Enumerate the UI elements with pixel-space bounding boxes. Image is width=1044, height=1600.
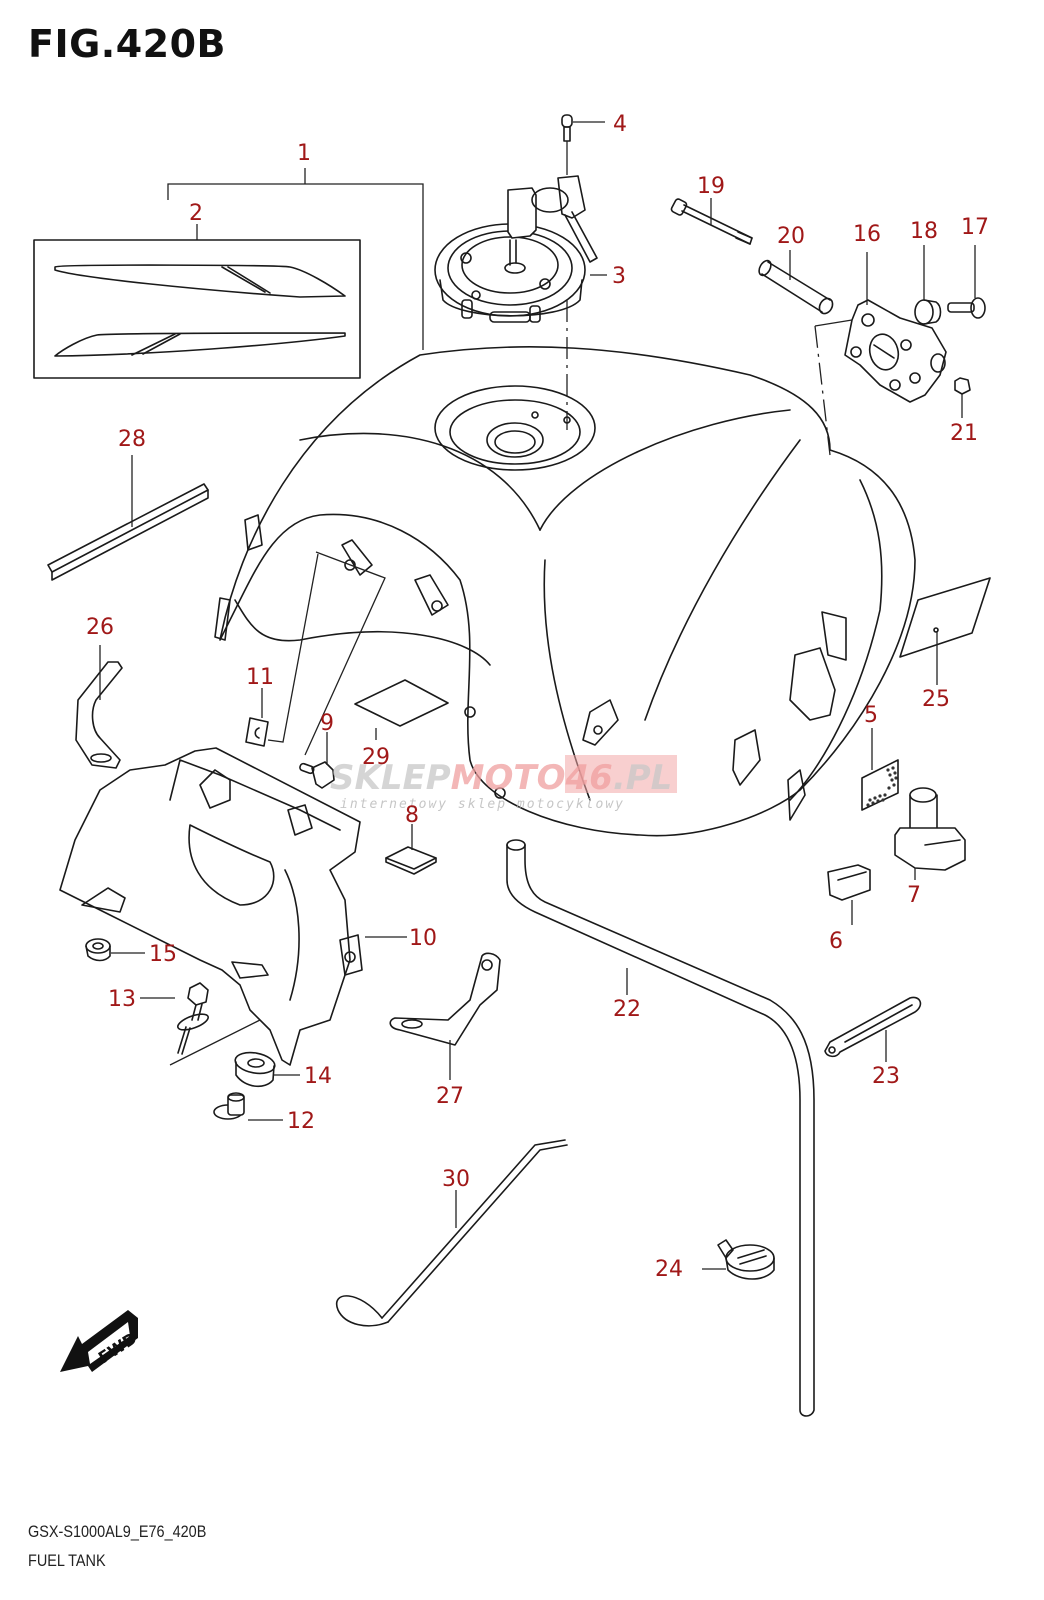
callout-30[interactable]: 30 (442, 1167, 470, 1192)
grommet-part[interactable] (85, 938, 145, 962)
callout-labels: 1 2 3 4 5 6 7 8 9 10 11 12 13 14 15 16 1… (86, 112, 989, 1282)
watermark-suffix: .PL (613, 758, 673, 798)
callout-9[interactable]: 9 (320, 711, 334, 736)
hose-clamp-part[interactable] (702, 1239, 775, 1280)
cushion-bush-part[interactable] (914, 245, 942, 325)
nut-clip-part[interactable] (245, 551, 386, 756)
bolt-washer-part[interactable] (140, 982, 261, 1066)
decal-upper (54, 264, 346, 298)
callout-26[interactable]: 26 (86, 615, 114, 640)
callout-18[interactable]: 18 (910, 219, 938, 244)
pad-part[interactable] (861, 728, 899, 811)
callout-29[interactable]: 29 (362, 745, 390, 770)
callout-14[interactable]: 14 (304, 1064, 332, 1089)
key-1 (507, 187, 537, 239)
seal-strip-part[interactable] (47, 455, 209, 581)
svg-text:SKLEPMOTO46.PL: SKLEPMOTO46.PL (330, 758, 672, 798)
assembly-bracket-1 (167, 168, 424, 350)
cushion-rubber-part[interactable] (234, 1050, 300, 1088)
callout-11[interactable]: 11 (246, 665, 274, 690)
callout-5[interactable]: 5 (864, 703, 878, 728)
bolt-small-part[interactable] (947, 245, 986, 319)
callout-21[interactable]: 21 (950, 421, 978, 446)
mounting-bracket-part[interactable] (814, 252, 947, 456)
callout-2[interactable]: 2 (189, 201, 203, 226)
cushion-cap-part[interactable] (894, 787, 966, 880)
callout-8[interactable]: 8 (405, 803, 419, 828)
callout-15[interactable]: 15 (149, 942, 177, 967)
cap-screw-part[interactable] (561, 114, 605, 175)
figure-title: FIG.420B (28, 22, 227, 66)
tank-tray-part[interactable] (59, 747, 407, 1066)
callout-25[interactable]: 25 (922, 687, 950, 712)
spacer-pipe-part[interactable] (757, 250, 836, 316)
pad-small-part[interactable] (385, 824, 437, 875)
callout-17[interactable]: 17 (961, 215, 989, 240)
drain-hose-part[interactable] (506, 839, 815, 1417)
nut-part[interactable] (954, 377, 971, 418)
callout-12[interactable]: 12 (287, 1109, 315, 1134)
collar-part[interactable] (213, 1092, 283, 1121)
callout-7[interactable]: 7 (907, 883, 921, 908)
callout-20[interactable]: 20 (777, 224, 805, 249)
watermark-highlight: MOTO46 (451, 758, 613, 798)
callout-28[interactable]: 28 (118, 427, 146, 452)
hose-bracket-part[interactable] (389, 952, 501, 1080)
fuel-cap-part[interactable] (434, 175, 607, 323)
callout-10[interactable]: 10 (409, 926, 437, 951)
long-bolt-part[interactable] (670, 198, 753, 245)
callout-4[interactable]: 4 (613, 112, 627, 137)
bolt-part[interactable] (299, 732, 335, 789)
callout-23[interactable]: 23 (872, 1064, 900, 1089)
callout-16[interactable]: 16 (853, 222, 881, 247)
callout-27[interactable]: 27 (436, 1084, 464, 1109)
fwd-arrow-icon: FWD (60, 1310, 140, 1372)
callout-19[interactable]: 19 (697, 174, 725, 199)
band-part[interactable] (824, 996, 922, 1062)
watermark: SKLEPMOTO46.PL internetowy sklep motocyk… (330, 755, 677, 812)
wire-bracket-part[interactable] (75, 645, 123, 769)
watermark-tagline: internetowy sklep motocyklowy (340, 797, 625, 812)
label-part[interactable] (899, 577, 991, 685)
callout-3[interactable]: 3 (612, 264, 626, 289)
callout-13[interactable]: 13 (108, 987, 136, 1012)
callout-6[interactable]: 6 (829, 929, 843, 954)
model-code: GSX-S1000AL9_E76_420B (28, 1522, 207, 1541)
assembly-name: FUEL TANK (28, 1551, 106, 1570)
sheet-part[interactable] (354, 679, 449, 740)
cushion-part[interactable] (827, 864, 871, 925)
prop-rod-part[interactable] (335, 1139, 568, 1327)
callout-22[interactable]: 22 (613, 997, 641, 1022)
callout-24[interactable]: 24 (655, 1257, 683, 1282)
decal-lower (54, 332, 346, 357)
decal-set-box[interactable] (33, 224, 361, 379)
watermark-prefix: SKLEP (330, 758, 451, 798)
callout-1[interactable]: 1 (297, 141, 311, 166)
fuel-tank-part[interactable] (214, 346, 916, 837)
